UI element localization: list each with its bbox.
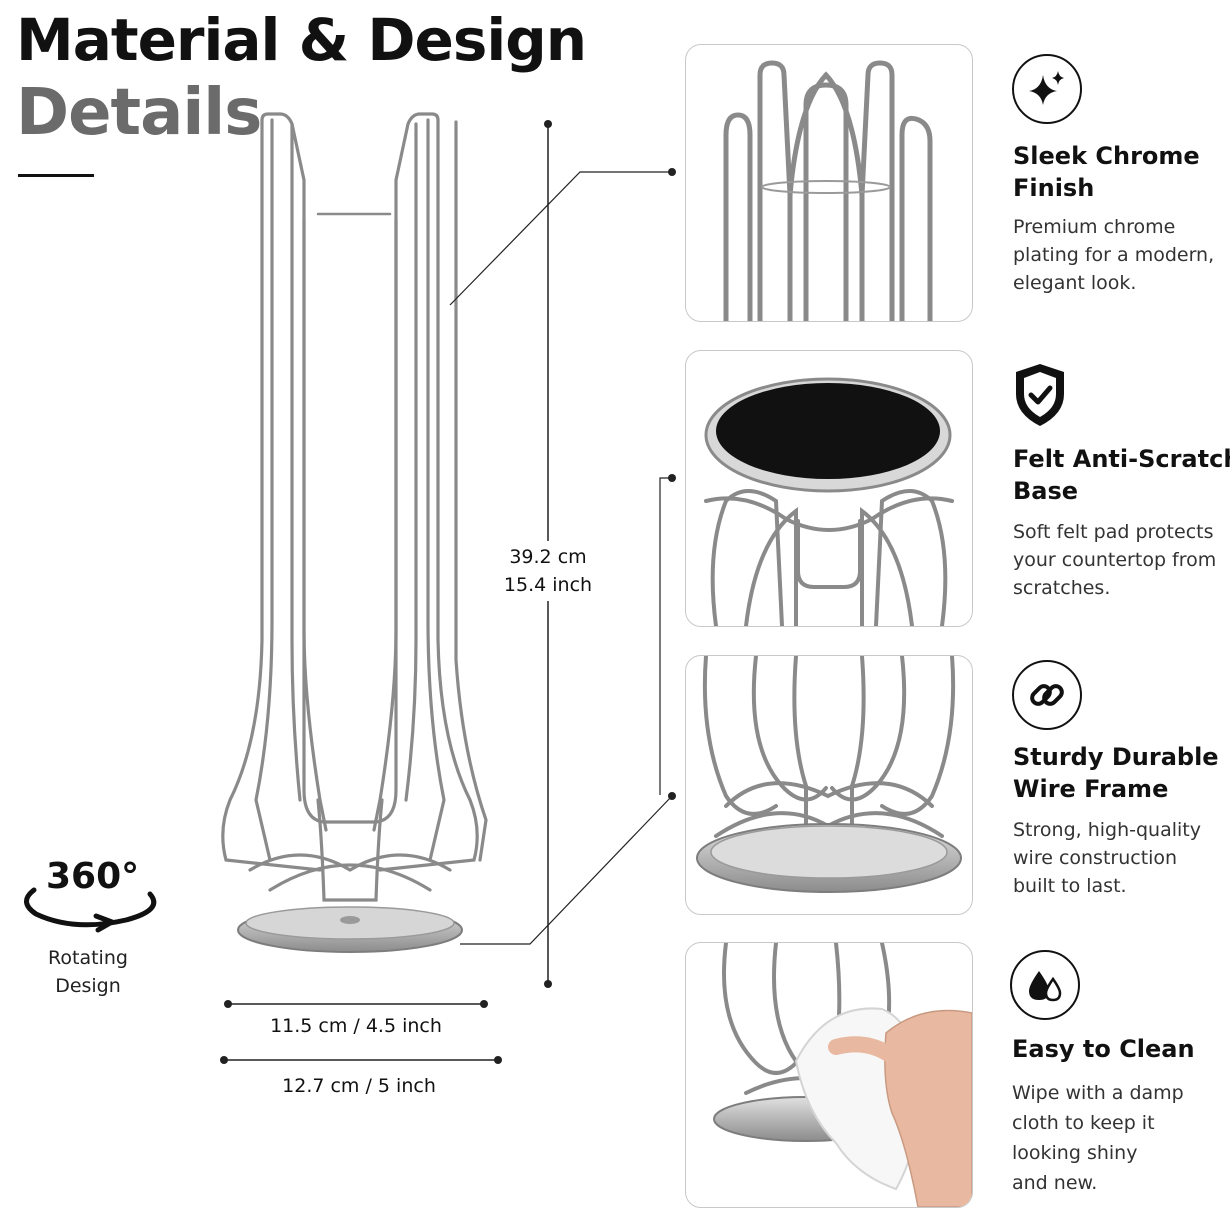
water-drops-icon	[1010, 950, 1080, 1020]
outer-width-label: 12.7 cm / 5 inch	[282, 1075, 436, 1097]
feature-desc-line: scratches.	[1013, 577, 1111, 599]
feature-desc-line: built to last.	[1013, 875, 1127, 897]
chain-link-icon	[1012, 660, 1082, 730]
wire-frame-detail	[696, 656, 962, 893]
feature-desc-line: your countertop from	[1013, 549, 1217, 571]
page-subtitle: Details	[16, 76, 262, 150]
feature-title-felt-1: Felt Anti-Scratch	[1013, 445, 1230, 473]
feature-desc-line: Soft felt pad protects	[1013, 521, 1214, 543]
detail-photo-top	[685, 44, 973, 322]
shield-check-icon	[1012, 362, 1068, 428]
height-cm-label: 39.2 cm	[509, 546, 587, 568]
feature-desc-line: cloth to keep it	[1012, 1112, 1155, 1134]
feature-desc-line: looking shiny	[1012, 1142, 1138, 1164]
callout-lines	[449, 168, 676, 945]
feature-desc-line: Strong, high-quality	[1013, 819, 1201, 841]
title-underline	[18, 174, 94, 177]
cleaning-detail	[713, 943, 972, 1207]
felt-base-detail	[704, 377, 954, 626]
inner-width-label: 11.5 cm / 4.5 inch	[270, 1015, 442, 1037]
feature-desc-line: wire construction	[1013, 847, 1178, 869]
outer-width-dimension-line	[220, 1056, 502, 1064]
chrome-top-detail	[723, 60, 933, 321]
detail-photo-clean	[685, 942, 973, 1208]
rotation-label-line1: Rotating	[48, 947, 128, 969]
feature-title-chrome-1: Sleek Chrome	[1013, 142, 1200, 170]
feature-title-wire-2: Wire Frame	[1013, 775, 1169, 803]
detail-photo-felt	[685, 350, 973, 627]
capsule-tower-illustration	[221, 112, 488, 953]
feature-desc-line: elegant look.	[1013, 272, 1137, 294]
sparkle-icon	[1012, 54, 1082, 124]
feature-title-wire-1: Sturdy Durable	[1013, 743, 1219, 771]
rotation-badge: 360°	[46, 856, 140, 897]
feature-desc-line: Wipe with a damp	[1012, 1082, 1184, 1104]
feature-desc-line: plating for a modern,	[1013, 244, 1215, 266]
height-inch-label: 15.4 inch	[503, 574, 593, 596]
feature-title-clean: Easy to Clean	[1012, 1035, 1195, 1063]
page-title: Material & Design	[16, 6, 587, 74]
feature-title-chrome-2: Finish	[1013, 174, 1095, 202]
rotate-arrow-icon	[24, 887, 157, 933]
detail-photo-wire	[685, 655, 973, 915]
rotation-label-line2: Design	[55, 975, 121, 997]
feature-desc-line: and new.	[1012, 1172, 1098, 1194]
feature-title-felt-2: Base	[1013, 477, 1079, 505]
inner-width-dimension-line	[224, 1000, 488, 1008]
feature-desc-line: Premium chrome	[1013, 216, 1176, 238]
